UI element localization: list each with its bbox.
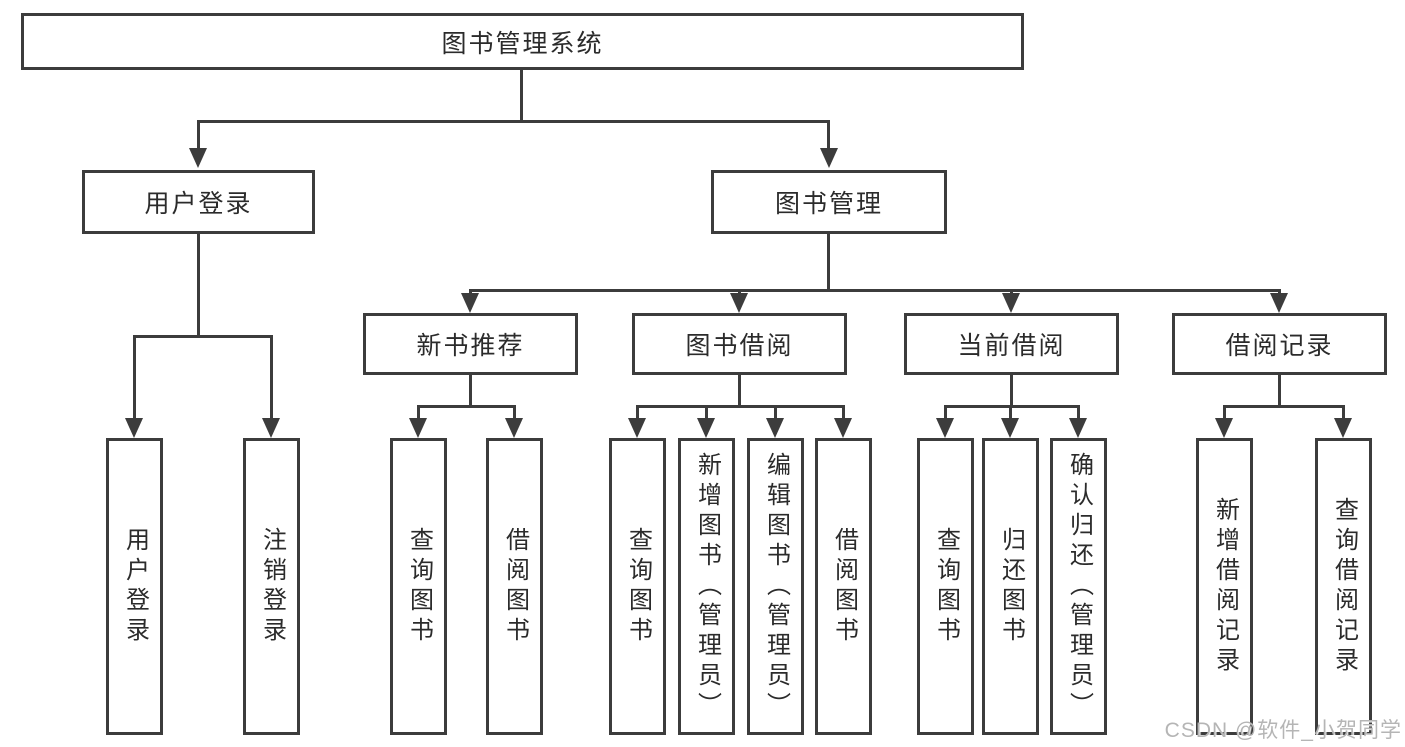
arrow-down-icon <box>125 418 143 438</box>
connector-line <box>1223 405 1226 420</box>
node-label: 注销登录 <box>258 526 286 647</box>
arrow-down-icon <box>505 418 523 438</box>
leaf-recommend-query-books: 查询图书 <box>390 438 447 735</box>
leaf-query-borrow-record: 查询借阅记录 <box>1315 438 1372 735</box>
node-user-login: 用户登录 <box>82 170 315 234</box>
connector-line <box>1342 405 1345 420</box>
node-label: 查询图书 <box>405 526 433 647</box>
leaf-confirm-return-admin: 确认归还（管理员） <box>1050 438 1107 735</box>
node-current-borrow: 当前借阅 <box>904 313 1119 375</box>
node-book-borrow: 图书借阅 <box>632 313 847 375</box>
arrow-down-icon <box>1334 418 1352 438</box>
node-label: 归还图书 <box>997 526 1025 647</box>
node-label: 查询图书 <box>932 526 960 647</box>
watermark: CSDN @软件_小贺同学 <box>1164 719 1402 742</box>
node-label: 用户登录 <box>121 526 149 647</box>
node-label: 借阅图书 <box>830 526 858 647</box>
leaf-user-login: 用户登录 <box>106 438 163 735</box>
node-label: 图书管理系统 <box>441 29 604 58</box>
node-new-book-recommend: 新书推荐 <box>363 313 578 375</box>
node-label: 编辑图书（管理员） <box>762 451 790 722</box>
connector-line <box>636 405 845 408</box>
connector-line <box>1010 375 1013 405</box>
node-label: 当前借阅 <box>957 332 1066 360</box>
arrow-down-icon <box>461 293 479 313</box>
node-borrow-records: 借阅记录 <box>1172 313 1387 375</box>
node-book-management: 图书管理 <box>711 170 947 234</box>
connector-line <box>197 120 200 150</box>
leaf-borrow-query-books: 查询图书 <box>609 438 666 735</box>
node-label: 新书推荐 <box>416 332 525 360</box>
node-label: 新增借阅记录 <box>1211 496 1239 677</box>
leaf-logout: 注销登录 <box>243 438 300 735</box>
leaf-return-book: 归还图书 <box>982 438 1039 735</box>
node-label: 查询借阅记录 <box>1330 496 1358 677</box>
arrow-down-icon <box>189 148 207 168</box>
connector-line <box>636 405 639 420</box>
connector-line <box>944 405 1080 408</box>
node-label: 确认归还（管理员） <box>1065 451 1093 722</box>
arrow-down-icon <box>1270 293 1288 313</box>
connector-line <box>827 234 830 289</box>
arrow-down-icon <box>1069 418 1087 438</box>
connector-line <box>774 405 777 420</box>
connector-line <box>944 405 947 420</box>
node-label: 图书管理 <box>774 190 883 218</box>
node-library-system: 图书管理系统 <box>21 13 1024 70</box>
connector-line <box>705 405 708 420</box>
connector-line <box>1278 375 1281 405</box>
leaf-add-borrow-record: 新增借阅记录 <box>1196 438 1253 735</box>
connector-line <box>133 335 136 420</box>
connector-line <box>270 335 273 420</box>
leaf-current-query-books: 查询图书 <box>917 438 974 735</box>
arrow-down-icon <box>409 418 427 438</box>
leaf-recommend-borrow-books: 借阅图书 <box>486 438 543 735</box>
connector-line <box>842 405 845 420</box>
arrow-down-icon <box>628 418 646 438</box>
leaf-add-book-admin: 新增图书（管理员） <box>678 438 735 735</box>
node-label: 借阅记录 <box>1225 332 1334 360</box>
node-label: 借阅图书 <box>501 526 529 647</box>
arrow-down-icon <box>262 418 280 438</box>
arrow-down-icon <box>820 148 838 168</box>
connector-line <box>520 70 523 120</box>
leaf-edit-book-admin: 编辑图书（管理员） <box>747 438 804 735</box>
node-label: 查询图书 <box>624 526 652 647</box>
connector-line <box>469 289 1281 292</box>
arrow-down-icon <box>1002 293 1020 313</box>
connector-line <box>827 120 830 150</box>
connector-line <box>1223 405 1345 408</box>
connector-line <box>417 405 516 408</box>
arrow-down-icon <box>1215 418 1233 438</box>
connector-line <box>1009 405 1012 420</box>
connector-line <box>469 375 472 405</box>
connector-line <box>133 335 273 338</box>
connector-line <box>1077 405 1080 420</box>
node-label: 新增图书（管理员） <box>693 451 721 722</box>
connector-line <box>417 405 420 420</box>
node-label: 图书借阅 <box>685 332 794 360</box>
arrow-down-icon <box>730 293 748 313</box>
connector-line <box>197 120 830 123</box>
node-label: 用户登录 <box>144 190 253 218</box>
arrow-down-icon <box>1001 418 1019 438</box>
leaf-borrow-borrow-books: 借阅图书 <box>815 438 872 735</box>
connector-line <box>197 234 200 335</box>
connector-line <box>513 405 516 420</box>
connector-line <box>738 375 741 405</box>
arrow-down-icon <box>697 418 715 438</box>
arrow-down-icon <box>936 418 954 438</box>
arrow-down-icon <box>834 418 852 438</box>
arrow-down-icon <box>766 418 784 438</box>
